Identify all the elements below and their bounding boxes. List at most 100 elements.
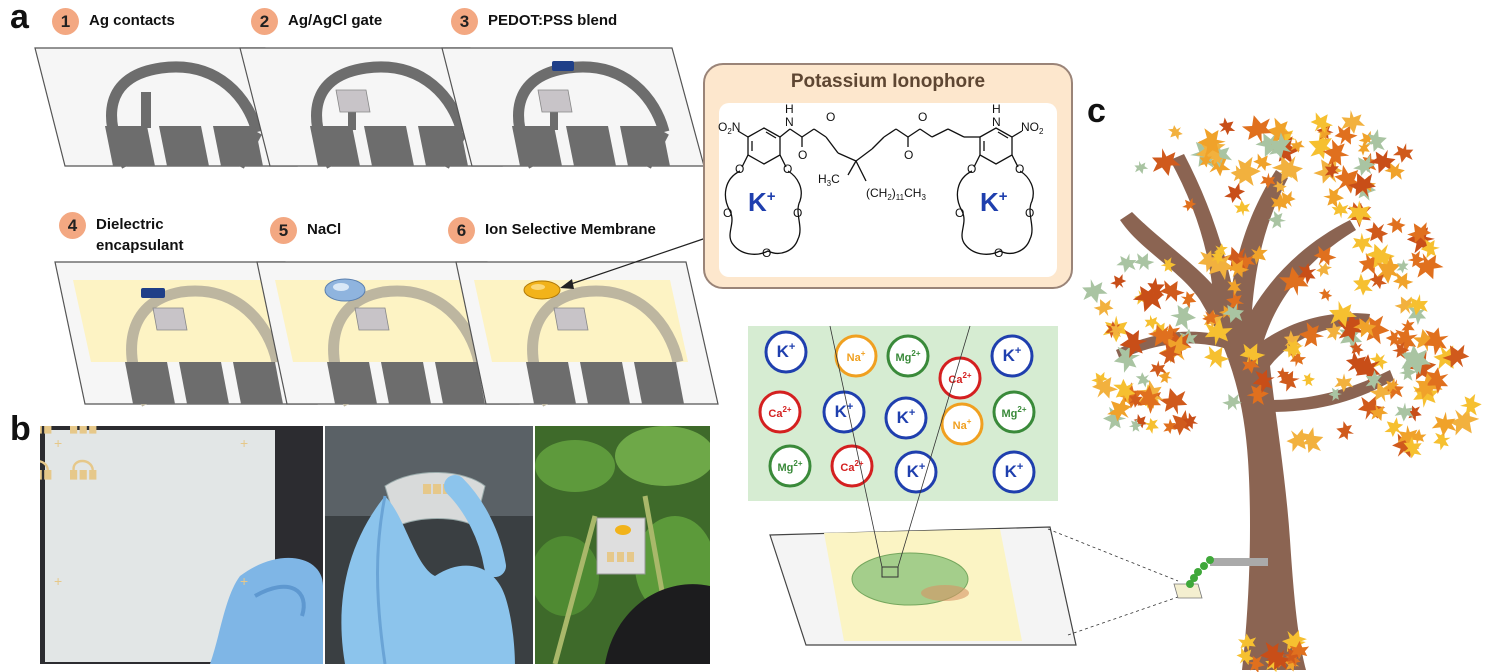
maple-leaf — [1392, 143, 1414, 163]
maple-leaf — [1313, 157, 1343, 184]
alignment-mark: + — [240, 435, 248, 451]
step-number: 5 — [270, 217, 297, 244]
maple-leaf — [1420, 239, 1440, 259]
maple-leaf — [1276, 190, 1296, 208]
maple-leaf — [1290, 138, 1305, 153]
panel-label-b: b — [10, 410, 31, 448]
maple-leaf — [1158, 388, 1188, 415]
maple-leaf — [1407, 250, 1426, 269]
sensor-bead — [1206, 556, 1214, 564]
maple-leaf — [1392, 341, 1410, 359]
o-right-6: O — [1025, 206, 1034, 220]
maple-leaf — [1160, 257, 1176, 273]
maple-leaf — [1386, 217, 1406, 234]
svg-text:Mg2+: Mg2+ — [1001, 405, 1026, 420]
maple-leaf — [1334, 373, 1354, 393]
maple-leaf — [1413, 379, 1435, 400]
svg-text:K+: K+ — [835, 401, 854, 421]
maple-leaf — [1407, 222, 1432, 244]
maple-leaf — [1325, 321, 1343, 341]
maple-leaf — [1278, 370, 1300, 392]
maple-leaf — [1252, 369, 1275, 394]
maple-leaf — [1268, 132, 1292, 159]
maple-leaf — [1369, 382, 1392, 403]
maple-leaf — [1128, 418, 1142, 432]
maple-leaf — [1132, 283, 1164, 312]
maple-leaf — [1369, 271, 1388, 290]
maple-leaf — [1286, 428, 1312, 452]
maple-leaf — [1247, 655, 1265, 672]
maple-leaf — [1393, 326, 1418, 354]
h-left: H — [785, 102, 794, 116]
ion-k: K+ — [884, 396, 928, 440]
maple-leaf — [1431, 411, 1457, 437]
maple-leaf — [1241, 115, 1272, 144]
maple-leaf — [1259, 642, 1286, 668]
maple-leaf — [1392, 433, 1420, 458]
maple-leaf — [1082, 279, 1108, 304]
maple-leaf — [1128, 391, 1143, 408]
ionophore-box: Potassium Ionophore — [703, 63, 1073, 289]
maple-leaf — [1425, 367, 1449, 394]
alignment-mark: + — [54, 573, 62, 589]
arrow-to-membrane — [567, 237, 707, 286]
maple-leaf — [1180, 291, 1197, 309]
ionophore-structure: O2N N H O O O O O O O K+ O O H3C (CH2)11… — [718, 102, 1044, 260]
maple-leaf — [1401, 344, 1432, 375]
maple-leaf — [1433, 431, 1451, 451]
maple-leaf — [1442, 344, 1470, 368]
svg-text:Na+: Na+ — [847, 349, 866, 364]
maple-leaf — [1113, 378, 1136, 403]
step-3: 3 PEDOT:PSS blend — [451, 8, 617, 35]
ion-k: K+ — [894, 450, 938, 494]
maple-leaf — [1239, 343, 1266, 366]
maple-leaf — [1365, 369, 1383, 390]
ion-k: K+ — [992, 450, 1036, 494]
alignment-mark: + — [240, 573, 248, 589]
sensor-array-item — [68, 426, 98, 435]
maple-leaf — [1423, 327, 1449, 356]
maple-leaf — [1369, 404, 1389, 421]
maple-leaf — [1134, 160, 1149, 174]
maple-leaf — [1289, 640, 1310, 661]
step-number: 3 — [451, 8, 478, 35]
ion-na: Na+ — [940, 402, 984, 446]
maple-leaf — [1230, 165, 1247, 182]
maple-leaf — [1213, 243, 1228, 258]
sensor-array-item — [40, 426, 53, 435]
maple-leaf — [1227, 259, 1250, 278]
maple-leaf — [1406, 225, 1435, 254]
maple-leaf — [1283, 330, 1302, 351]
step-2: 2 Ag/AgCl gate — [251, 8, 382, 35]
ion-mg: Mg2+ — [992, 390, 1036, 434]
svg-text:K+: K+ — [1003, 345, 1022, 365]
maple-leaf — [1222, 302, 1245, 323]
step-label: NaCl — [307, 221, 342, 238]
maple-leaf — [1334, 165, 1363, 194]
o-center-2: O — [918, 110, 927, 124]
arrow-head — [560, 279, 574, 289]
k-left-label: K+ — [748, 187, 776, 217]
maple-leaf — [1148, 324, 1175, 348]
maple-leaf — [1158, 342, 1181, 365]
maple-leaf — [1394, 402, 1414, 422]
maple-leaf — [1092, 375, 1118, 399]
h3c-label: H3C — [818, 172, 840, 188]
svg-text:K+: K+ — [907, 461, 926, 481]
o-left-7: O — [762, 246, 771, 260]
maple-leaf — [1226, 291, 1245, 311]
maple-leaf — [1384, 417, 1404, 438]
maple-leaf — [1144, 314, 1160, 330]
maple-leaf — [1351, 232, 1373, 254]
photo-sensor-sheet: ++++ — [40, 426, 323, 664]
maple-leaf — [1268, 210, 1287, 229]
maple-leaf — [1322, 139, 1350, 166]
maple-leaf — [1110, 274, 1127, 289]
svg-text:Ca2+: Ca2+ — [840, 459, 864, 474]
maple-leaf — [1271, 156, 1304, 183]
maple-leaf — [1116, 253, 1137, 273]
maple-leaf — [1272, 180, 1287, 193]
n-right: N — [992, 115, 1001, 129]
maple-leaf — [1158, 369, 1173, 384]
